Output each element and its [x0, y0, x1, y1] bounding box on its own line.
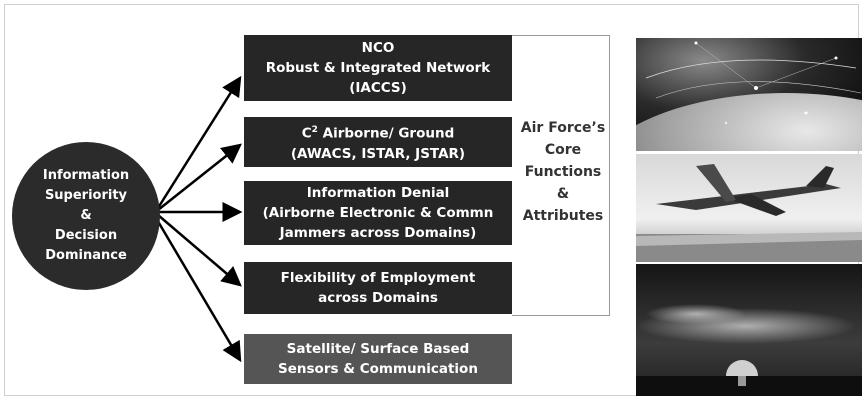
aurora-radar-photo	[636, 264, 862, 396]
box-line: Flexibility of Employment	[280, 270, 476, 286]
core-line: Attributes	[522, 208, 604, 224]
center-line: Decision	[54, 228, 118, 243]
box-nco: NCO Robust & Integrated Network (IACCS)	[244, 35, 512, 101]
core-functions-bracket	[512, 35, 610, 316]
core-line: Functions	[524, 164, 602, 180]
globe-network-photo	[636, 38, 862, 151]
box-flexibility: Flexibility of Employment across Domains	[244, 262, 512, 314]
box-line: Sensors & Communication	[278, 361, 478, 377]
core-line: &	[556, 186, 570, 202]
box-line: Jammers across Domains)	[279, 225, 477, 241]
box-line: across Domains	[318, 290, 438, 306]
box-line: NCO	[361, 40, 395, 56]
box-line: Satellite/ Surface Based	[286, 341, 470, 357]
core-functions-label: Air Force’s Core Functions & Attributes	[514, 117, 612, 227]
box-satellite-sensors: Satellite/ Surface Based Sensors & Commu…	[244, 334, 512, 384]
aircraft-photo	[636, 154, 862, 262]
center-line: Superiority	[44, 188, 128, 203]
box-line: Information Denial	[306, 185, 450, 201]
core-line: Core	[544, 142, 582, 158]
arrow-to-flexibility	[157, 214, 242, 287]
information-superiority-circle: Information Superiority & Decision Domin…	[12, 142, 160, 290]
arrow-to-c2	[157, 143, 242, 211]
box-title: C2 Airborne/ Ground	[301, 125, 455, 142]
center-line: Dominance	[45, 248, 127, 263]
box-information-denial: Information Denial (Airborne Electronic …	[244, 181, 512, 245]
box-line: (IACCS)	[349, 80, 407, 96]
box-line: (AWACS, ISTAR, JSTAR)	[290, 145, 466, 162]
core-line: Air Force’s	[520, 120, 606, 136]
box-line: (Airborne Electronic & Commn	[262, 205, 494, 221]
center-line: &	[80, 208, 92, 223]
box-c2-airborne-ground: C2 Airborne/ Ground (AWACS, ISTAR, JSTAR…	[244, 117, 512, 167]
arrow-to-nco	[156, 75, 242, 209]
box-line: Robust & Integrated Network	[265, 60, 491, 76]
center-line: Information	[42, 168, 130, 183]
arrow-to-satellite	[154, 217, 242, 363]
